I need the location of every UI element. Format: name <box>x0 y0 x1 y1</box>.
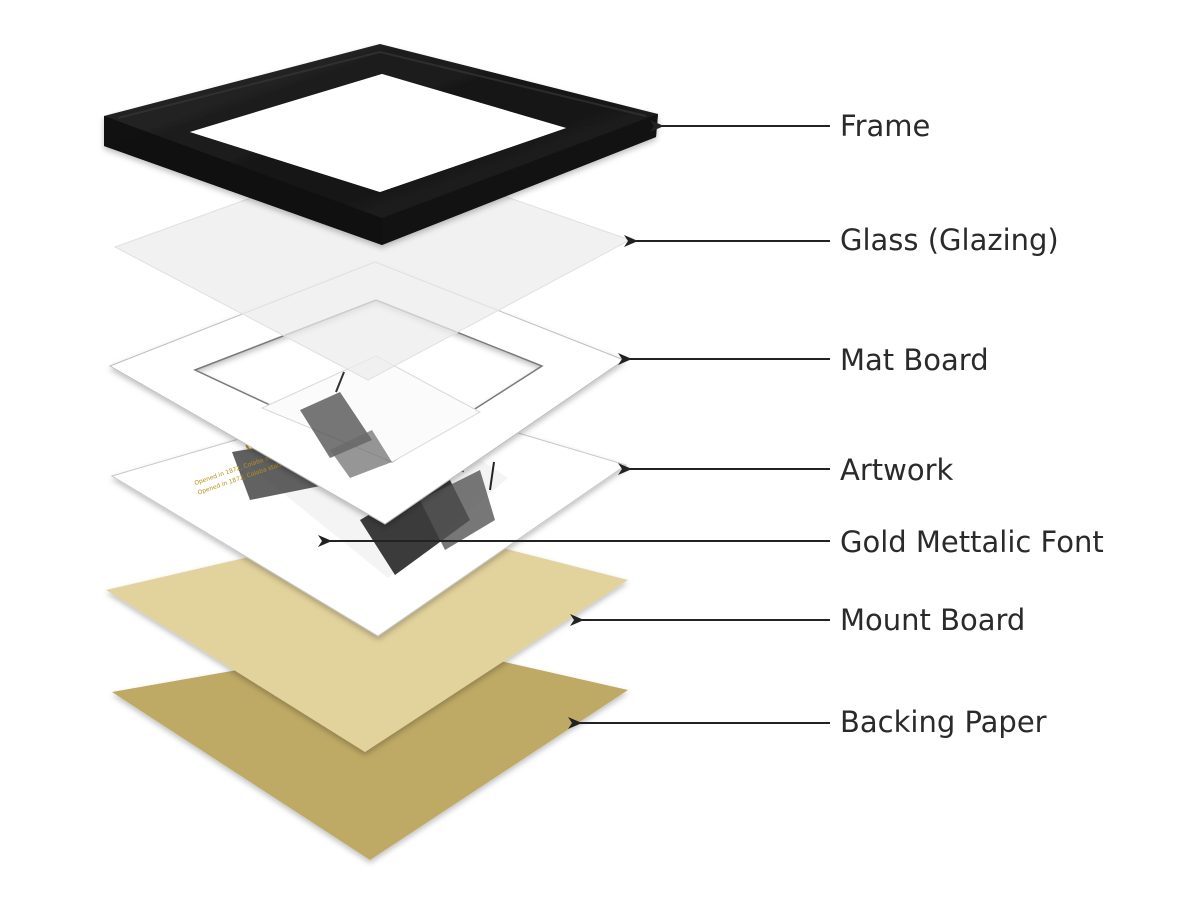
label-backing-paper: Backing Paper <box>840 705 1047 739</box>
frame-layer <box>104 44 658 245</box>
label-glass: Glass (Glazing) <box>840 223 1059 257</box>
label-mat-board: Mat Board <box>840 343 989 377</box>
mat-window-artwork-peek <box>300 371 392 478</box>
label-mount-board: Mount Board <box>840 603 1026 637</box>
leader-arrows <box>318 120 830 729</box>
label-gold-font: Gold Mettalic Font <box>840 525 1104 559</box>
backing-paper-layer <box>112 640 628 860</box>
label-frame: Frame <box>840 109 931 143</box>
mount-board-layer <box>106 522 628 752</box>
label-artwork: Artwork <box>840 453 954 487</box>
